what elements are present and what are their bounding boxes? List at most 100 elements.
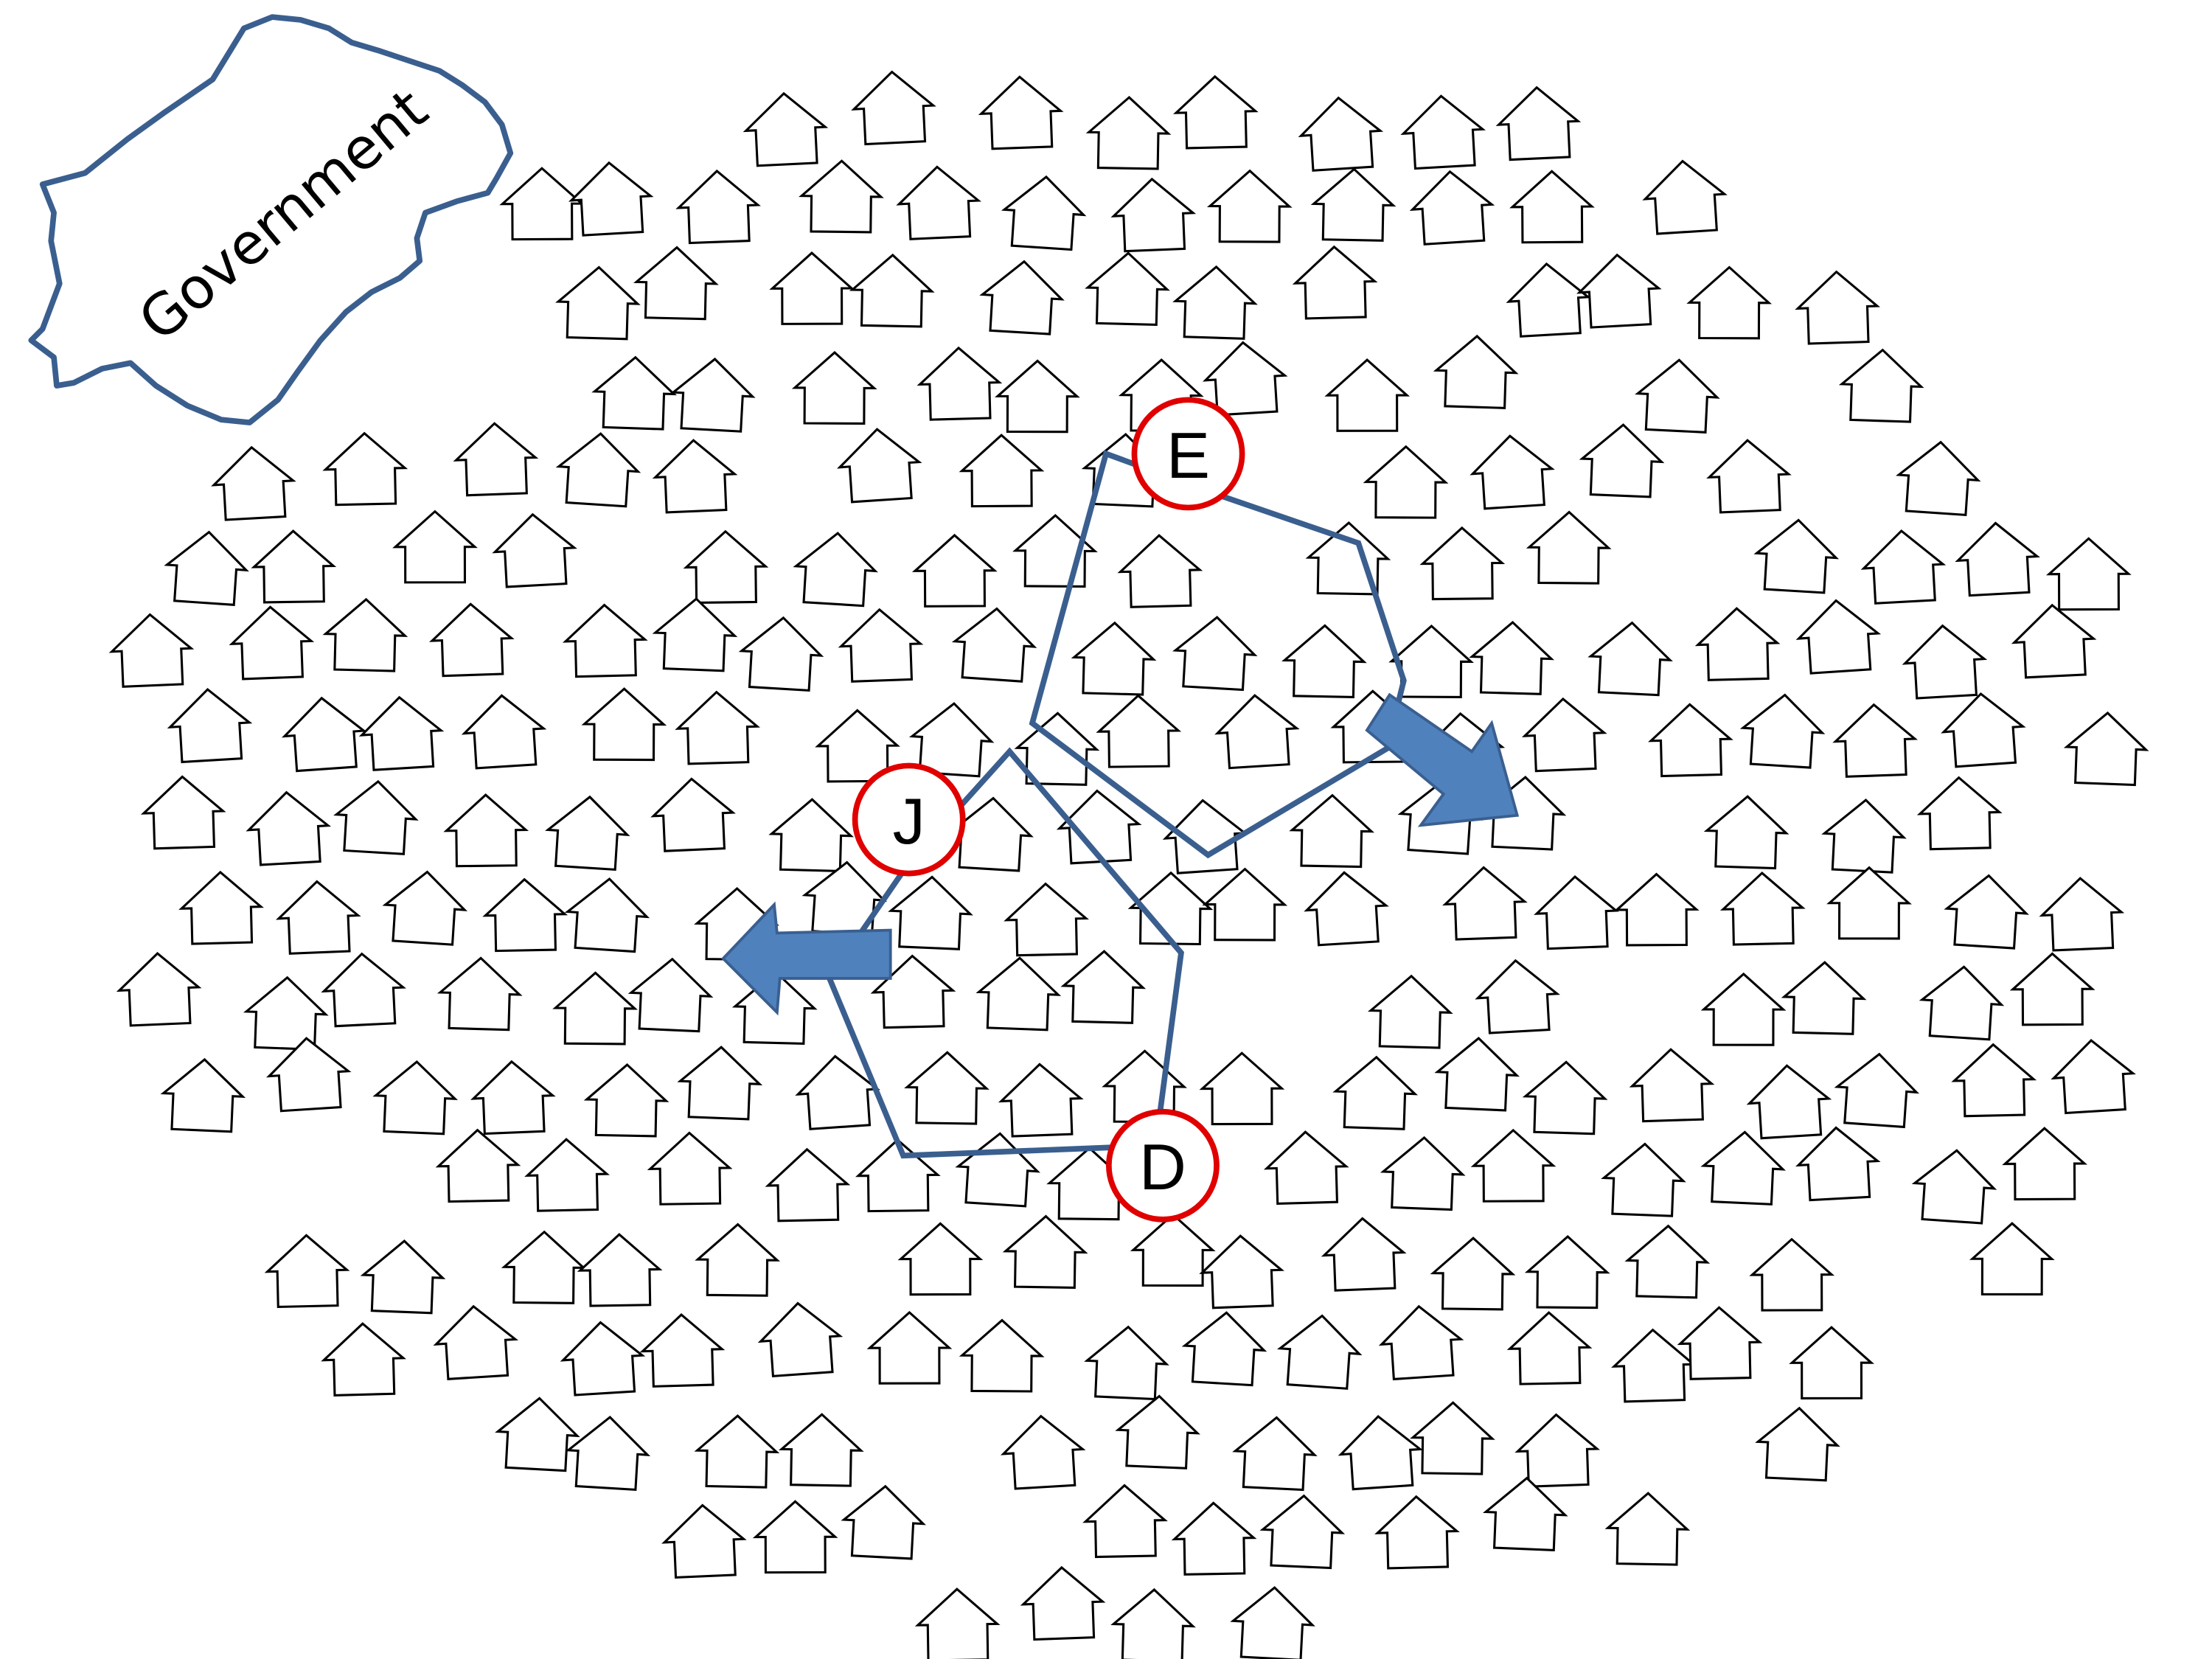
house-icon — [769, 251, 855, 325]
house-icon — [978, 75, 1064, 150]
house-icon — [116, 952, 202, 1027]
house-icon — [108, 613, 195, 688]
house-icon — [1834, 1052, 1920, 1129]
house-icon — [1304, 871, 1389, 947]
marker-e-label: E — [1166, 419, 1210, 492]
house-icon — [1214, 694, 1300, 770]
house-icon — [562, 603, 648, 678]
house-icon — [1085, 96, 1172, 170]
house-icon — [670, 357, 756, 433]
arrow-right-icon — [1365, 692, 1520, 827]
house-icon — [1719, 871, 1806, 946]
house-icon — [995, 359, 1080, 434]
house-icon — [433, 1304, 519, 1380]
house-icon — [1509, 170, 1595, 244]
house-icon — [333, 779, 419, 855]
house-icon — [1232, 1416, 1318, 1492]
house-icon — [229, 605, 315, 681]
house-icon — [1902, 624, 1988, 700]
house-icon — [1263, 1130, 1349, 1206]
house-icon — [2009, 952, 2096, 1026]
house-icon — [1060, 950, 1147, 1024]
house-icon — [1410, 1401, 1495, 1475]
house-icon — [461, 694, 547, 770]
house-icon — [908, 702, 995, 778]
house-icon — [495, 1397, 580, 1472]
house-icon — [1648, 703, 1733, 778]
house-icon — [1495, 86, 1582, 161]
house-icon — [1380, 1135, 1466, 1211]
house-icon — [246, 790, 332, 866]
house-icon — [2063, 711, 2149, 787]
house-icon — [1096, 694, 1182, 768]
house-icon — [904, 1051, 990, 1125]
house-icon — [1629, 1048, 1715, 1123]
house-icon — [742, 91, 829, 167]
house-icon — [1305, 521, 1391, 596]
house-icon — [1611, 1328, 1697, 1403]
house-icon — [372, 1060, 459, 1135]
house-icon — [675, 169, 761, 245]
house-icon — [1400, 94, 1486, 170]
house-icon — [1895, 440, 1981, 517]
house-icon — [1433, 334, 1519, 409]
house-icon — [1374, 1495, 1460, 1570]
house-icon — [2039, 877, 2125, 952]
house-icon — [1000, 1414, 1086, 1490]
house-icon — [443, 793, 529, 868]
house-icon — [1613, 872, 1700, 947]
house-icon — [1276, 1314, 1363, 1390]
house-icon — [1173, 74, 1259, 150]
house-icon — [1082, 1484, 1168, 1559]
house-icon — [1526, 510, 1612, 585]
house-icon — [1199, 1051, 1285, 1126]
house-icon — [160, 1057, 246, 1133]
house-icon — [677, 1046, 763, 1121]
house-icon — [1085, 251, 1170, 326]
house-icon — [1442, 866, 1528, 941]
house-icon — [1951, 1043, 2037, 1118]
house-icon — [1171, 1501, 1257, 1576]
house-icon — [897, 1222, 984, 1296]
house-icon — [581, 687, 667, 762]
house-icon — [1434, 1037, 1520, 1112]
house-icon — [959, 434, 1045, 508]
arrow-left-icon — [721, 901, 892, 1016]
house-icon — [429, 602, 515, 678]
marker-d: D — [1106, 1108, 1220, 1222]
house-icon — [1703, 795, 1790, 870]
house-icon — [633, 246, 719, 321]
house-icon — [778, 1413, 864, 1487]
house-icon — [545, 795, 630, 871]
house-icon — [1604, 1492, 1691, 1566]
house-icon — [1012, 513, 1098, 588]
house-icon — [675, 690, 760, 765]
house-icon — [1367, 974, 1453, 1049]
house-icon — [568, 161, 654, 237]
house-icon — [321, 1322, 406, 1397]
house-icon — [358, 695, 445, 771]
house-icon — [652, 439, 738, 514]
house-icon — [1338, 1415, 1424, 1491]
house-icon — [1202, 341, 1288, 417]
house-icon — [838, 608, 924, 683]
house-icon — [1700, 972, 1787, 1046]
house-icon — [1281, 624, 1367, 698]
house-icon — [1686, 265, 1773, 340]
house-icon — [1521, 697, 1607, 773]
house-icon — [1199, 1234, 1284, 1310]
house-icon — [1514, 1413, 1601, 1488]
house-icon — [1694, 607, 1781, 681]
house-icon — [437, 956, 523, 1032]
house-icon — [1310, 167, 1397, 242]
house-icon — [1056, 789, 1142, 865]
house-icon — [695, 1222, 781, 1297]
house-icon — [1534, 875, 1619, 950]
house-icon — [851, 70, 936, 146]
marker-e: E — [1131, 397, 1245, 511]
house-icon — [1916, 776, 2003, 851]
house-icon — [1378, 1304, 1464, 1381]
house-icon — [1944, 874, 2029, 950]
house-icon — [841, 1484, 926, 1560]
